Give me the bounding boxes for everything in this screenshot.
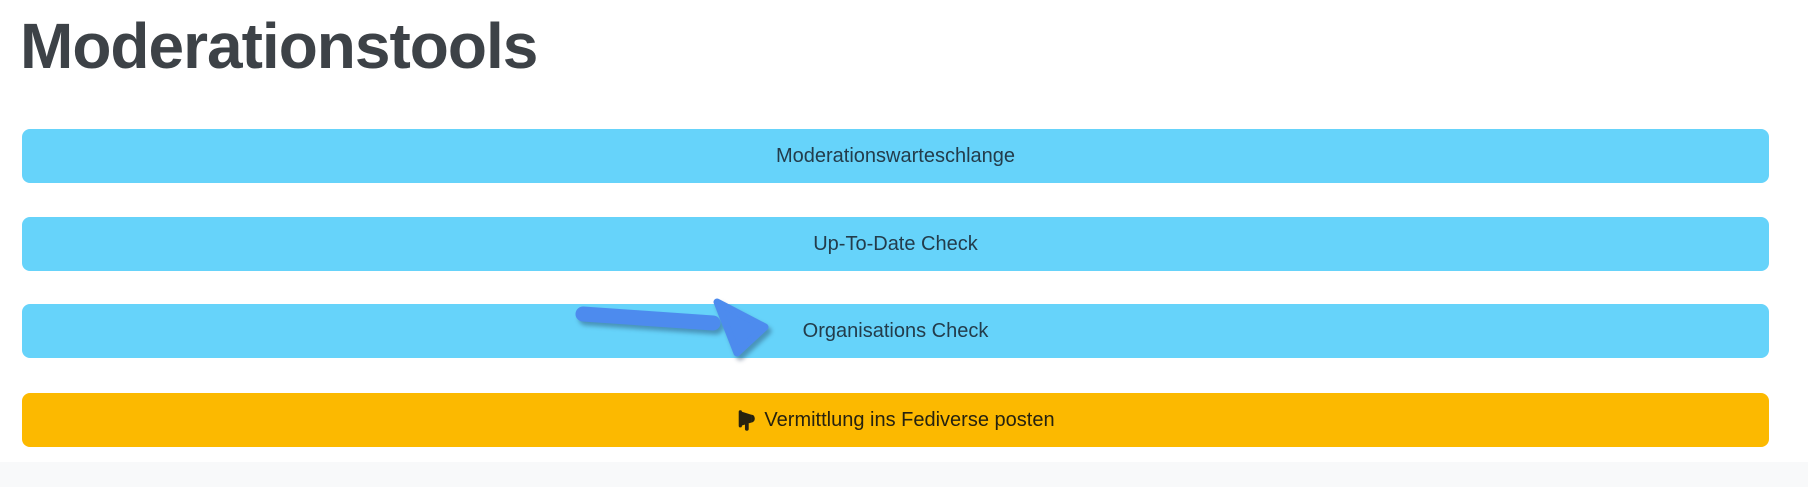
moderation-queue-button[interactable]: Moderationswarteschlange (22, 129, 1769, 183)
megaphone-icon (739, 409, 756, 431)
moderation-queue-button-label: Moderationswarteschlange (775, 144, 1016, 167)
page-title: Moderationstools (20, 10, 538, 82)
up-to-date-check-button-label: Up-To-Date Check (813, 232, 978, 255)
organisations-check-button[interactable]: Organisations Check (22, 304, 1769, 358)
post-to-fediverse-button-label: Vermittlung ins Fediverse posten (764, 408, 1055, 431)
post-to-fediverse-button[interactable]: Vermittlung ins Fediverse posten (22, 393, 1769, 447)
footer-strip (0, 462, 1808, 487)
organisations-check-button-label: Organisations Check (802, 319, 989, 342)
up-to-date-check-button[interactable]: Up-To-Date Check (22, 217, 1769, 271)
